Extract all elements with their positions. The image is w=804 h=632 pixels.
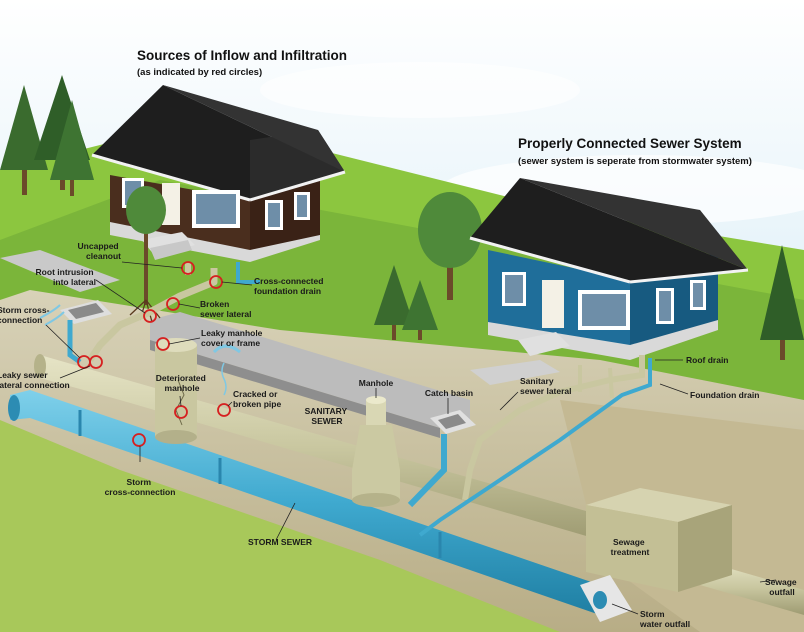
lawn-bottom [0,420,560,632]
label-sanitary-sewer: SANITARY SEWER [305,406,350,426]
street [150,312,470,428]
right-house-laterals [418,355,652,537]
label-storm-sewer: STORM SEWER [248,537,312,547]
marker-cracked-pipe [217,403,231,417]
storm-outfall-headwall [580,575,632,622]
manhole-structure [352,396,400,507]
label-leaky-manhole-cover: Leaky manhole cover or frame [201,328,265,348]
catch-basin [407,410,476,508]
storm-pipe-joints [78,410,442,558]
right-title: Properly Connected Sewer System [518,136,742,151]
label-cross-connected-drain: Cross-connected foundation drain [254,276,326,296]
storm-sewer-main [10,390,600,615]
label-catch-basin: Catch basin [425,388,473,398]
label-storm-cross-connection-top: Storm cross- connection [0,305,52,325]
storm-pipe-end [8,395,20,421]
leak-splash [212,344,241,354]
label-roof-drain: Roof drain [686,355,729,365]
trees-right [374,192,804,360]
label-storm-cross-connection-bottom: Storm cross-connection [105,477,176,497]
label-sanitary-lateral: Sanitary sewer lateral [520,376,572,396]
left-title: Sources of Inflow and Infiltration [137,48,347,63]
label-sewage-treatment: Sewage treatment [611,537,650,557]
label-foundation-drain: Foundation drain [690,390,759,400]
left-house-laterals [87,262,260,362]
storm-drain-grate [39,300,112,365]
left-subtitle: (as indicated by red circles) [137,67,262,78]
cloud [260,62,580,118]
label-root-intrusion: Root intrusion into lateral [36,267,96,287]
label-broken-lateral: Broken sewer lateral [200,299,252,319]
label-deteriorated-manhole: Deteriorated manhole [156,373,208,393]
label-leaky-lateral-connection: Leaky sewer lateral connection [0,370,70,390]
label-manhole: Manhole [359,378,394,388]
right-subtitle: (sewer system is seperate from stormwate… [518,156,752,167]
label-cracked-pipe: Cracked or broken pipe [233,389,281,409]
callout-labels: Uncapped cleanout Root intrusion into la… [0,241,799,629]
label-uncapped-cleanout: Uncapped cleanout [78,241,122,261]
label-sewage-outfall: Sewage outfall [765,577,799,597]
right-house [469,178,749,360]
leader-lines [45,261,777,615]
marker-root-intrusion [143,309,157,323]
sidewalk-left [0,250,120,292]
infiltration-squiggle [221,362,227,396]
marker-storm-cross-connection-bottom [132,433,146,447]
marker-leaky-lateral-connection [89,355,103,369]
trees-left [0,75,94,196]
sanitary-pipe-end [34,354,46,378]
label-storm-outfall: Storm water outfall [639,609,690,629]
sewage-treatment-plant [586,488,732,592]
right-walk [470,360,560,385]
